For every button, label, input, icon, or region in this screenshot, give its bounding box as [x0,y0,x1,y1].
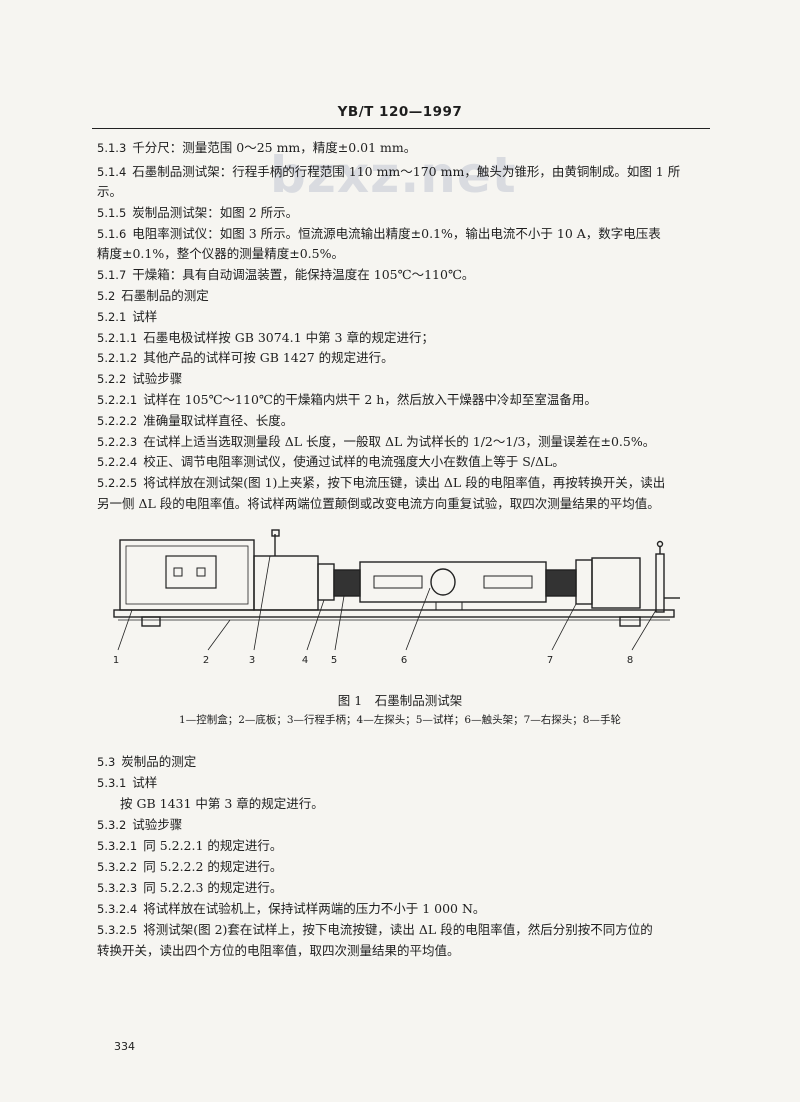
part-label: 1 [113,655,119,666]
part-label: 3 [249,655,255,666]
text-line-continuation: 精度±0.1%，整个仪器的测量精度±0.5%。 [97,246,344,261]
figure-legend: 1—控制盒；2—底板；3—行程手柄；4—左探头；5—试样；6—触头架；7—右探头… [179,714,621,726]
text-line-indented: 按 GB 1431 中第 3 章的规定进行。 [120,796,324,811]
watermark: bzxz.net [270,146,517,204]
specimen [333,569,361,597]
part-label: 7 [547,655,553,666]
figure-caption: 图 1 石墨制品测试架 [337,693,463,708]
page-number: 334 [114,1040,135,1053]
text-line-continuation: 另一侧 ΔL 段的电阻率值。将试样两端位置颠倒或改变电流方向重复试验，取四次测量… [97,496,660,511]
contact-holder [359,561,547,603]
part-label: 4 [302,655,308,666]
right-probe [575,559,593,605]
control-box [119,539,255,611]
stroke-handle [253,555,319,611]
graphite-test-frame-figure: 1 2 3 4 5 6 7 8 [113,529,680,666]
left-probe [317,563,335,601]
header-rule [92,128,710,129]
standard-header: YB/T 120—1997 [337,104,463,120]
hand-wheel [655,553,665,613]
text-line-continuation: 示。 [97,184,123,199]
part-label: 6 [401,655,407,666]
specimen [545,569,577,597]
text-line-continuation: 转换开关，读出四个方位的电阻率值，取四次测量结果的平均值。 [97,943,460,958]
foot [619,616,641,627]
part-label: 2 [203,655,209,666]
part-label: 5 [331,655,337,666]
foot [141,616,161,627]
part-label: 8 [627,655,633,666]
base-plate [113,609,675,618]
